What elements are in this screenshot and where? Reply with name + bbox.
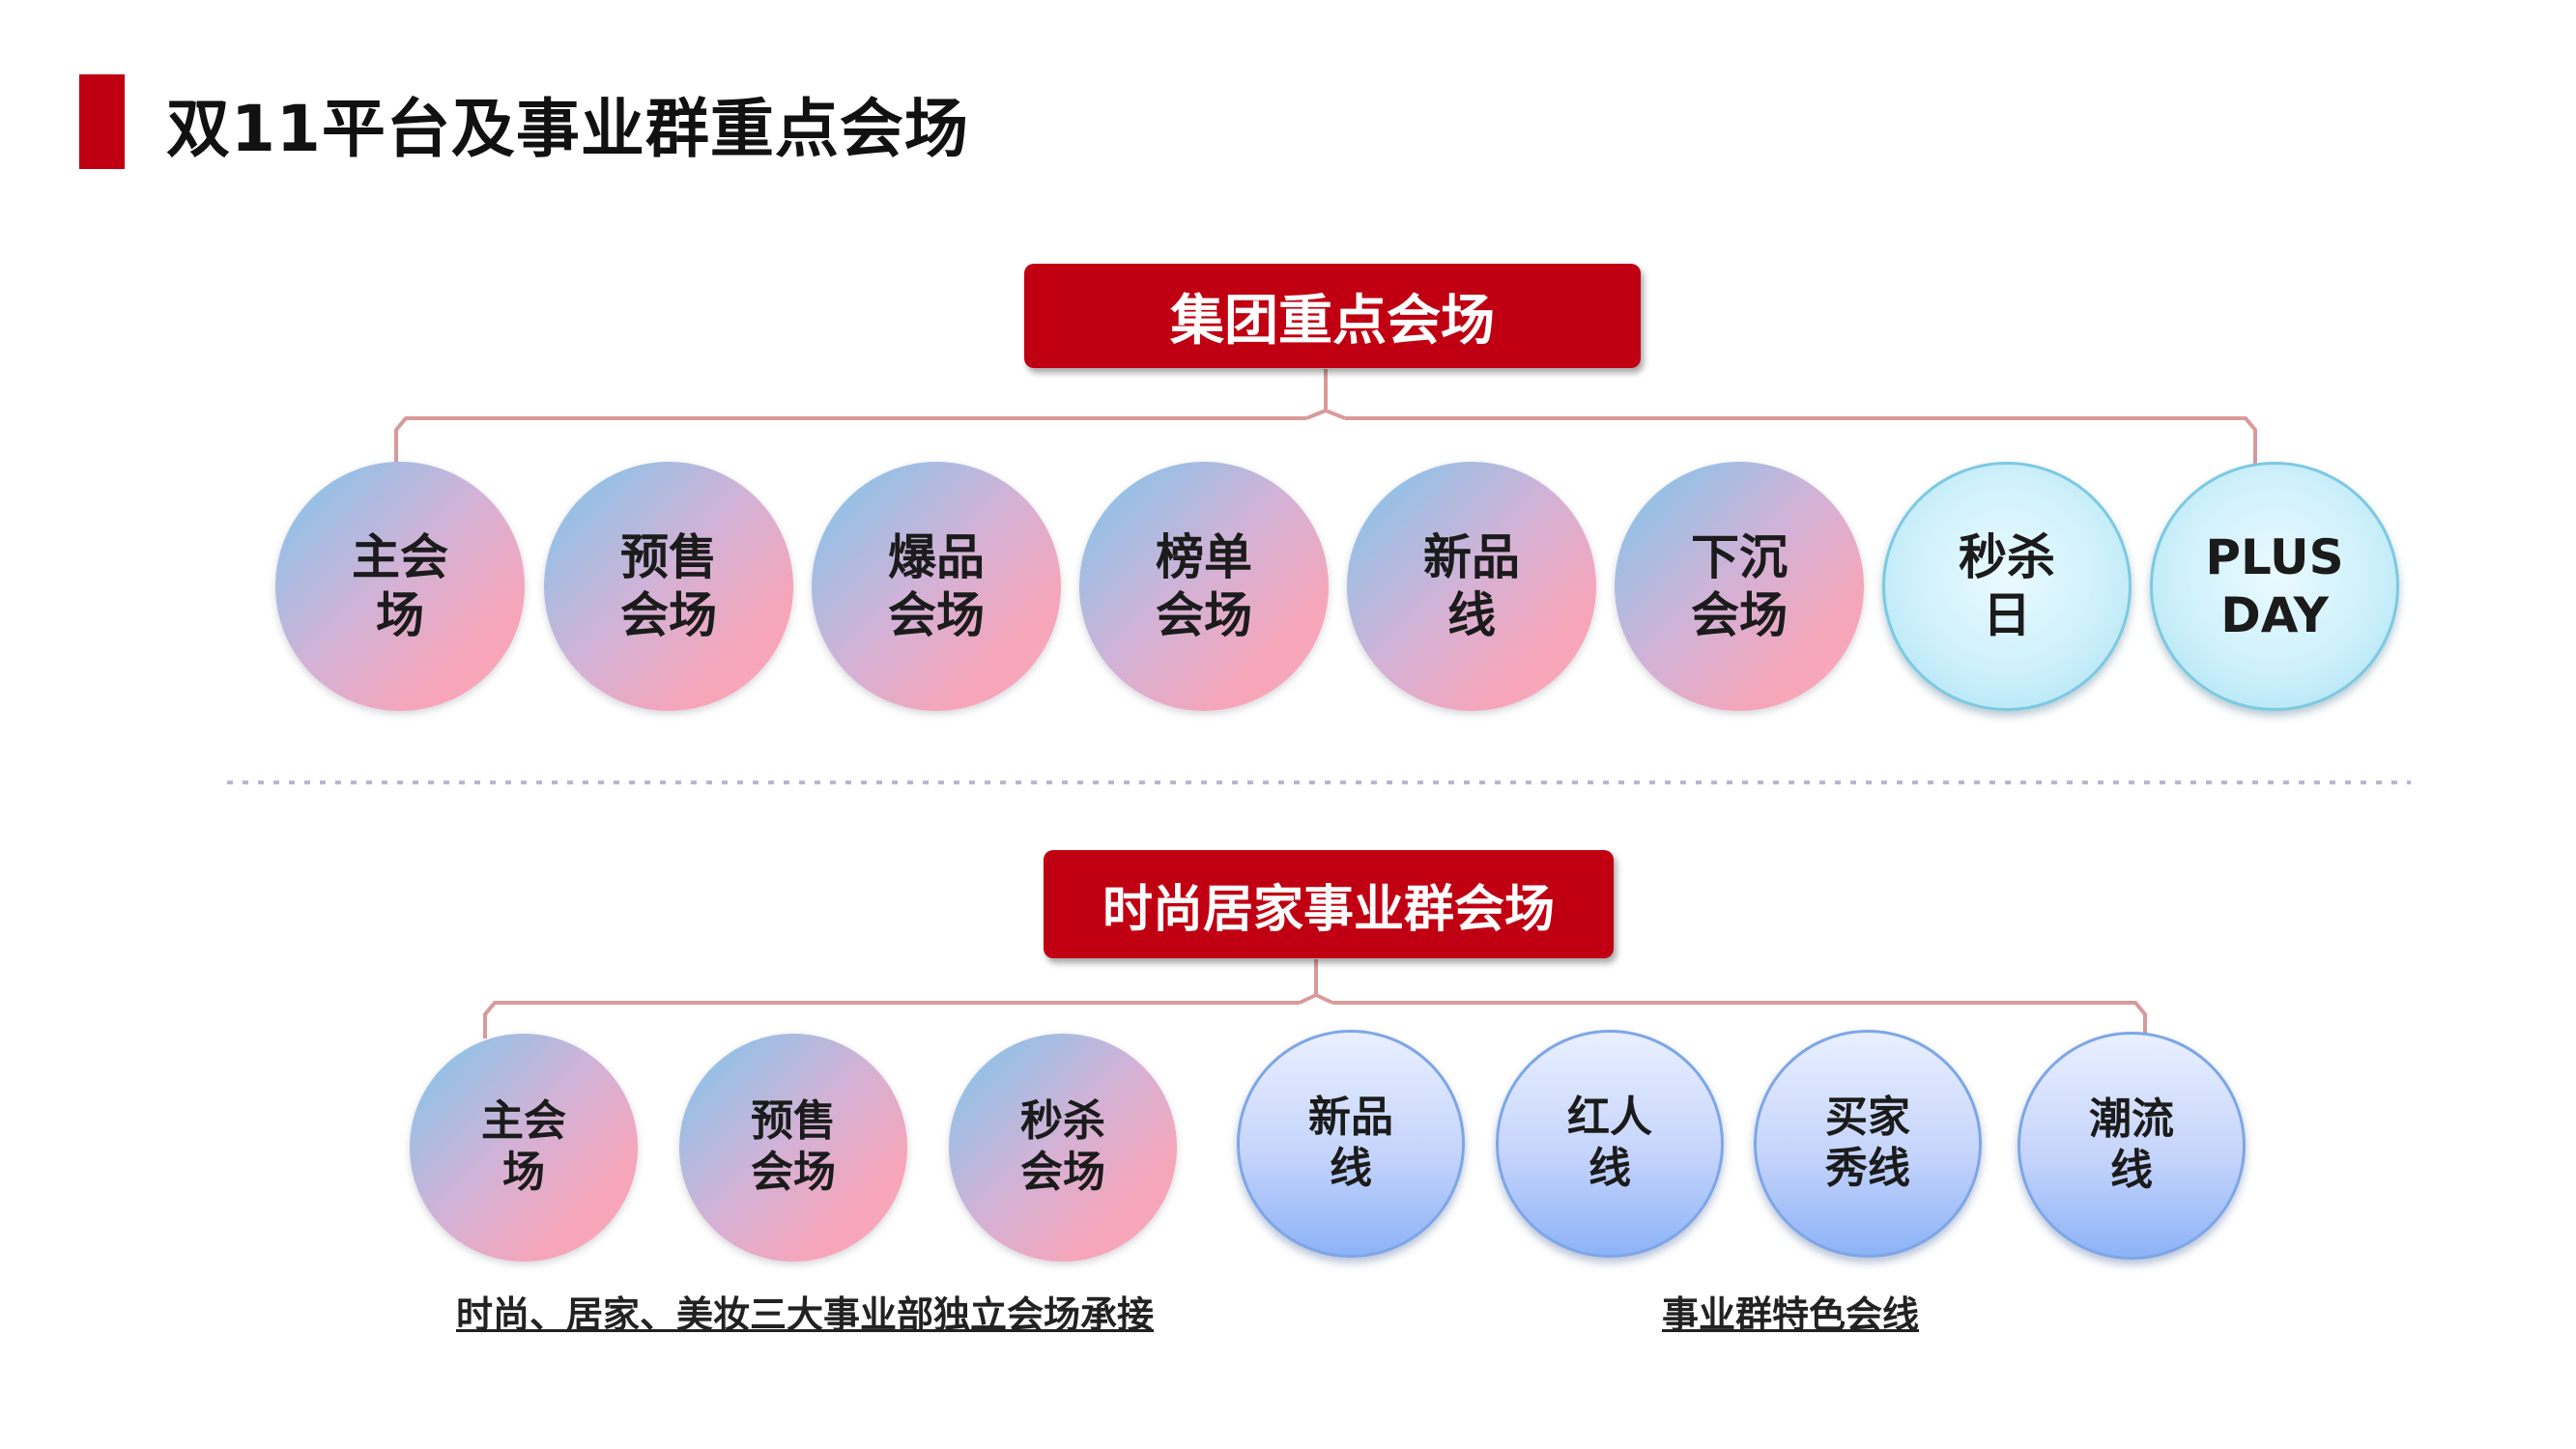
node-label-line2: 会场 [751,1148,836,1197]
page-title: 双11平台及事业群重点会场 [166,92,969,166]
bottom-tree-connector [483,959,2147,1038]
bu-node-new-product-line[interactable]: 新品 线 [1237,1030,1465,1258]
node-label-line2: 场 [376,587,424,643]
node-label-line2: 会场 [888,587,985,643]
bu-node-buyer-show-line[interactable]: 买家 秀线 [1754,1030,1982,1258]
caption-featured-lines: 事业群特色会线 [1662,1293,1920,1336]
node-label-line1: 榜单 [1156,529,1252,585]
group-node-main-venue[interactable]: 主会 场 [275,462,525,711]
node-label-line2: 线 [1589,1144,1631,1193]
node-label-line1: 新品 [1423,529,1520,585]
node-label-line1: PLUS [2205,529,2344,585]
bu-node-trend-line[interactable]: 潮流 线 [2018,1032,2246,1260]
node-label-line2: 会场 [1020,1148,1105,1197]
group-venue-header: 集团重点会场 [1024,264,1641,368]
node-label-line2: 会场 [620,587,717,643]
node-label-line2: 秀线 [1825,1144,1910,1193]
caption-independent-venues: 时尚、居家、美妆三大事业部独立会场承接 [456,1293,1155,1336]
node-label-line1: 主会 [481,1096,566,1147]
group-node-flash-sale-day[interactable]: 秒杀 日 [1882,462,2132,711]
node-label-line1: 潮流 [2089,1094,2174,1145]
title-accent-bar [79,74,125,169]
node-label-line2: 会场 [1156,587,1252,643]
node-label-line1: 预售 [620,529,717,585]
group-node-ranking-venue[interactable]: 榜单 会场 [1079,462,1329,711]
node-label-line1: 预售 [751,1096,836,1147]
node-label-line1: 主会 [352,529,448,585]
node-label-line1: 秒杀 [1959,529,2055,585]
node-label-line2: 线 [1447,587,1496,643]
node-label-line2: 会场 [1691,587,1788,643]
node-label-line2: 线 [2110,1146,2153,1195]
node-label-line2: 场 [502,1148,545,1197]
node-label-line2: 日 [1983,587,2031,643]
group-node-presale-venue[interactable]: 预售 会场 [544,462,793,711]
node-label-line1: 买家 [1825,1093,1910,1143]
node-label-line1: 红人 [1567,1093,1652,1143]
group-node-lower-tier-venue[interactable]: 下沉 会场 [1615,462,1864,711]
bu-node-main-venue[interactable]: 主会 场 [410,1034,638,1262]
node-label-line1: 秒杀 [1020,1096,1105,1147]
group-node-hot-item-venue[interactable]: 爆品 会场 [812,462,1061,711]
node-label-line2: 线 [1330,1144,1372,1193]
bu-node-presale-venue[interactable]: 预售 会场 [679,1034,907,1262]
group-node-new-product-line[interactable]: 新品 线 [1347,462,1596,711]
node-label-line1: 下沉 [1691,529,1788,585]
group-node-plus-day[interactable]: PLUS DAY [2150,462,2399,711]
node-label-line1: 新品 [1308,1093,1393,1143]
bu-node-influencer-line[interactable]: 红人 线 [1496,1030,1724,1258]
node-label-line1: 爆品 [888,529,985,585]
top-tree-connector [394,369,2257,466]
node-label-line2: DAY [2220,587,2329,643]
bu-venue-header: 时尚居家事业群会场 [1044,850,1614,958]
bu-node-flash-sale-venue[interactable]: 秒杀 会场 [949,1034,1177,1262]
